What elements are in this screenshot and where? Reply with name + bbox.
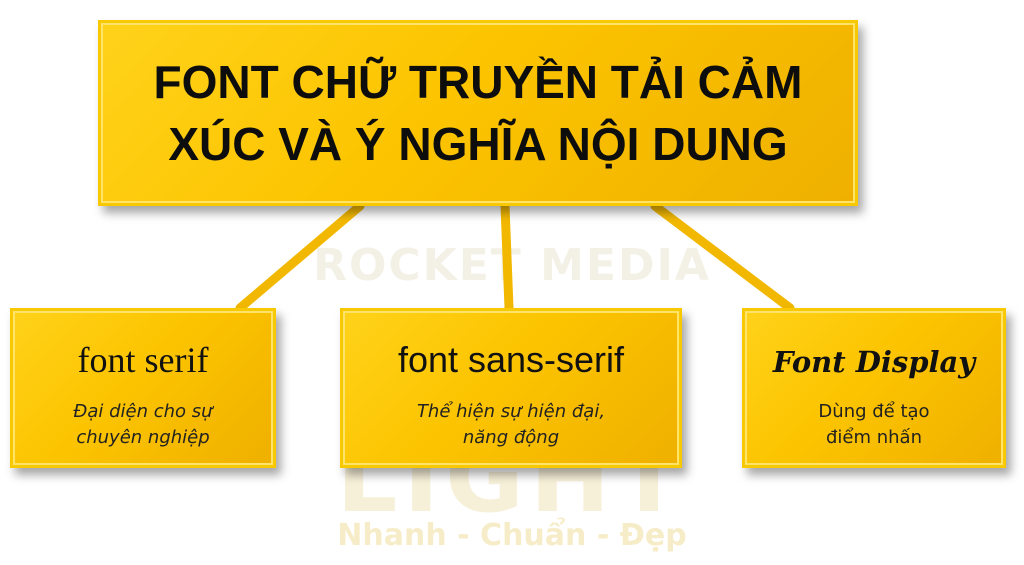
serif-box: font serif Đại diện cho sự chuyên nghiệp: [10, 308, 276, 468]
main-title: FONT CHỮ TRUYỀN TẢI CẢM XÚC VÀ Ý NGHĨA N…: [154, 51, 803, 175]
serif-title: font serif: [77, 340, 209, 380]
sans-serif-box: font sans-serif Thể hiện sự hiện đại, nă…: [340, 308, 682, 468]
serif-desc-line1: Đại diện cho sự: [73, 401, 213, 422]
display-box: Font Display Dùng để tạo điểm nhấn: [742, 308, 1006, 468]
display-title: Font Display: [772, 345, 976, 379]
main-topic-box: FONT CHỮ TRUYỀN TẢI CẢM XÚC VÀ Ý NGHĨA N…: [98, 20, 858, 206]
sans-serif-description: Thể hiện sự hiện đại, năng động: [353, 399, 669, 451]
connector-center: [500, 201, 514, 313]
main-title-line1: FONT CHỮ TRUYỀN TẢI CẢM: [153, 56, 803, 108]
main-title-line2: XÚC VÀ Ý NGHĨA NỘI DUNG: [168, 118, 788, 170]
display-desc-line2: điểm nhấn: [825, 427, 922, 448]
serif-description: Đại diện cho sự chuyên nghiệp: [23, 399, 263, 451]
display-description: Dùng để tạo điểm nhấn: [755, 399, 993, 451]
connector-right: [650, 201, 795, 313]
connector-left: [235, 201, 365, 313]
serif-desc-line2: chuyên nghiệp: [76, 427, 210, 448]
sans-serif-title: font sans-serif: [397, 339, 625, 380]
sans-serif-desc-line2: năng động: [462, 427, 560, 448]
sans-serif-desc-line1: Thể hiện sự hiện đại,: [416, 401, 606, 422]
display-desc-line1: Dùng để tạo: [818, 401, 930, 422]
